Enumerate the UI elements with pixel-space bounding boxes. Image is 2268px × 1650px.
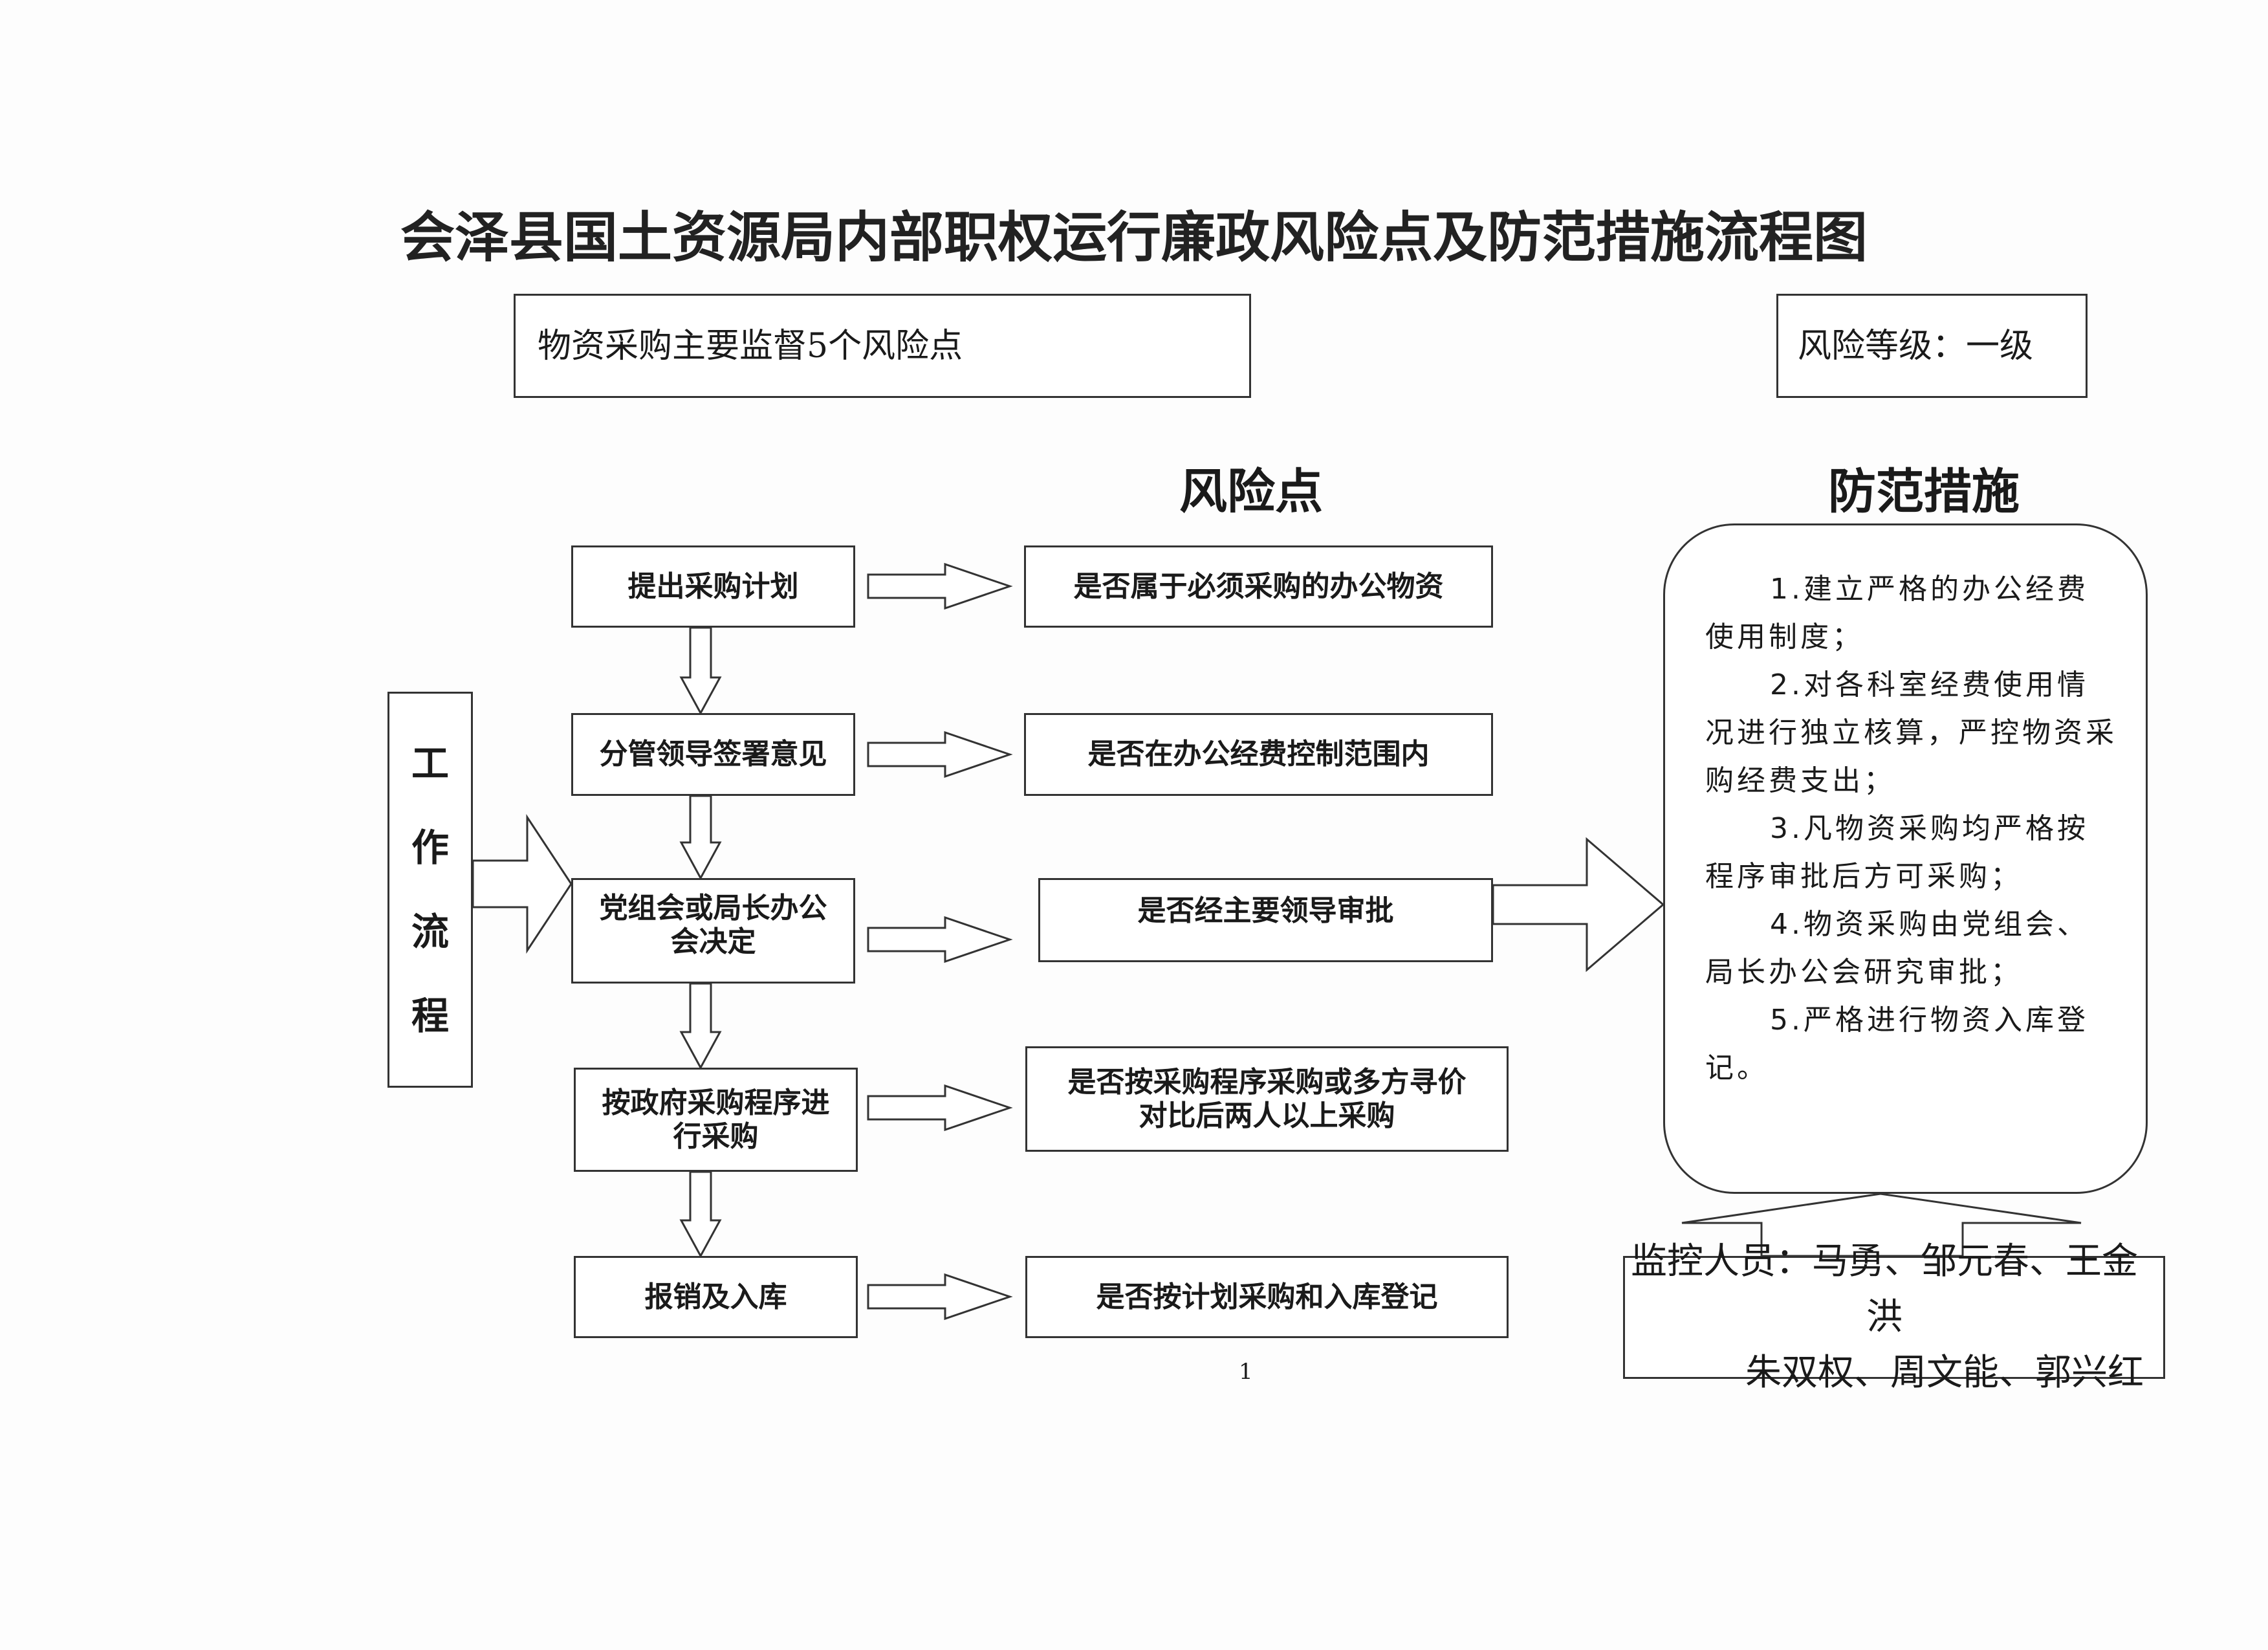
risk-box: 是否按计划采购和入库登记 <box>1025 1256 1509 1338</box>
right-arrow-icon <box>867 916 1013 963</box>
risk-box: 是否属于必须采购的办公物资 <box>1024 545 1493 628</box>
right-arrow-icon <box>867 562 1013 610</box>
step-box: 按政府采购程序进行采购 <box>574 1068 858 1172</box>
measure-item: 2.对各科室经费使用情况进行独立核算，严控物资采购经费支出； <box>1705 668 2117 797</box>
workflow-char: 作 <box>411 826 449 870</box>
workflow-char: 工 <box>411 742 449 786</box>
right-arrow-icon <box>867 1273 1013 1321</box>
down-arrow-icon <box>679 795 722 881</box>
right-arrow-icon <box>867 1084 1013 1132</box>
risk-box: 是否经主要领导审批 <box>1038 878 1493 962</box>
summary-box: 物资采购主要监督5个风险点 <box>514 294 1251 398</box>
measure-item: 1.建立严格的办公经费使用制度； <box>1705 573 2089 654</box>
step-box: 分管领导签署意见 <box>571 713 855 796</box>
measure-item: 3.凡物资采购均严格按程序审批后方可采购； <box>1705 812 2089 893</box>
down-arrow-icon <box>679 626 722 716</box>
workflow-label-box: 工 作 流 程 <box>387 692 473 1088</box>
supervisors-line: 监控人员：马勇、邹元春、王金洪 <box>1631 1240 2138 1338</box>
down-arrow-icon <box>679 1171 722 1259</box>
measures-heading: 防范措施 <box>1828 464 2020 520</box>
measure-item: 5.严格进行物资入库登记。 <box>1705 1004 2089 1084</box>
workflow-char: 程 <box>411 994 449 1038</box>
risk-box: 是否在办公经费控制范围内 <box>1024 713 1493 796</box>
step-box: 报销及入库 <box>574 1256 858 1338</box>
risk-level-box: 风险等级：一级 <box>1776 294 2088 398</box>
right-arrow-icon <box>1492 837 1665 973</box>
measure-item: 4.物资采购由党组会、局长办公会研究审批； <box>1705 908 2089 989</box>
right-arrow-icon <box>472 814 572 954</box>
page-title: 会泽县国土资源局内部职权运行廉政风险点及防范措施流程图 <box>400 205 1868 269</box>
supervisors-line: 朱双权、周文能、郭兴红 <box>1745 1352 2144 1394</box>
down-arrow-icon <box>679 982 722 1070</box>
step-box: 党组会或局长办公会决定 <box>571 878 855 984</box>
risk-points-heading: 风险点 <box>1179 464 1323 520</box>
up-arrow-icon <box>1681 1193 2082 1257</box>
measures-box: 1.建立严格的办公经费使用制度； 2.对各科室经费使用情况进行独立核算，严控物资… <box>1663 523 2148 1194</box>
supervisors-box: 监控人员：马勇、邹元春、王金洪 朱双权、周文能、郭兴红 <box>1623 1240 2165 1394</box>
step-box: 提出采购计划 <box>571 545 855 628</box>
risk-box: 是否按采购程序采购或多方寻价对比后两人以上采购 <box>1025 1046 1509 1152</box>
workflow-char: 流 <box>411 910 449 954</box>
page-number: 1 <box>1239 1359 1253 1385</box>
right-arrow-icon <box>867 731 1013 778</box>
